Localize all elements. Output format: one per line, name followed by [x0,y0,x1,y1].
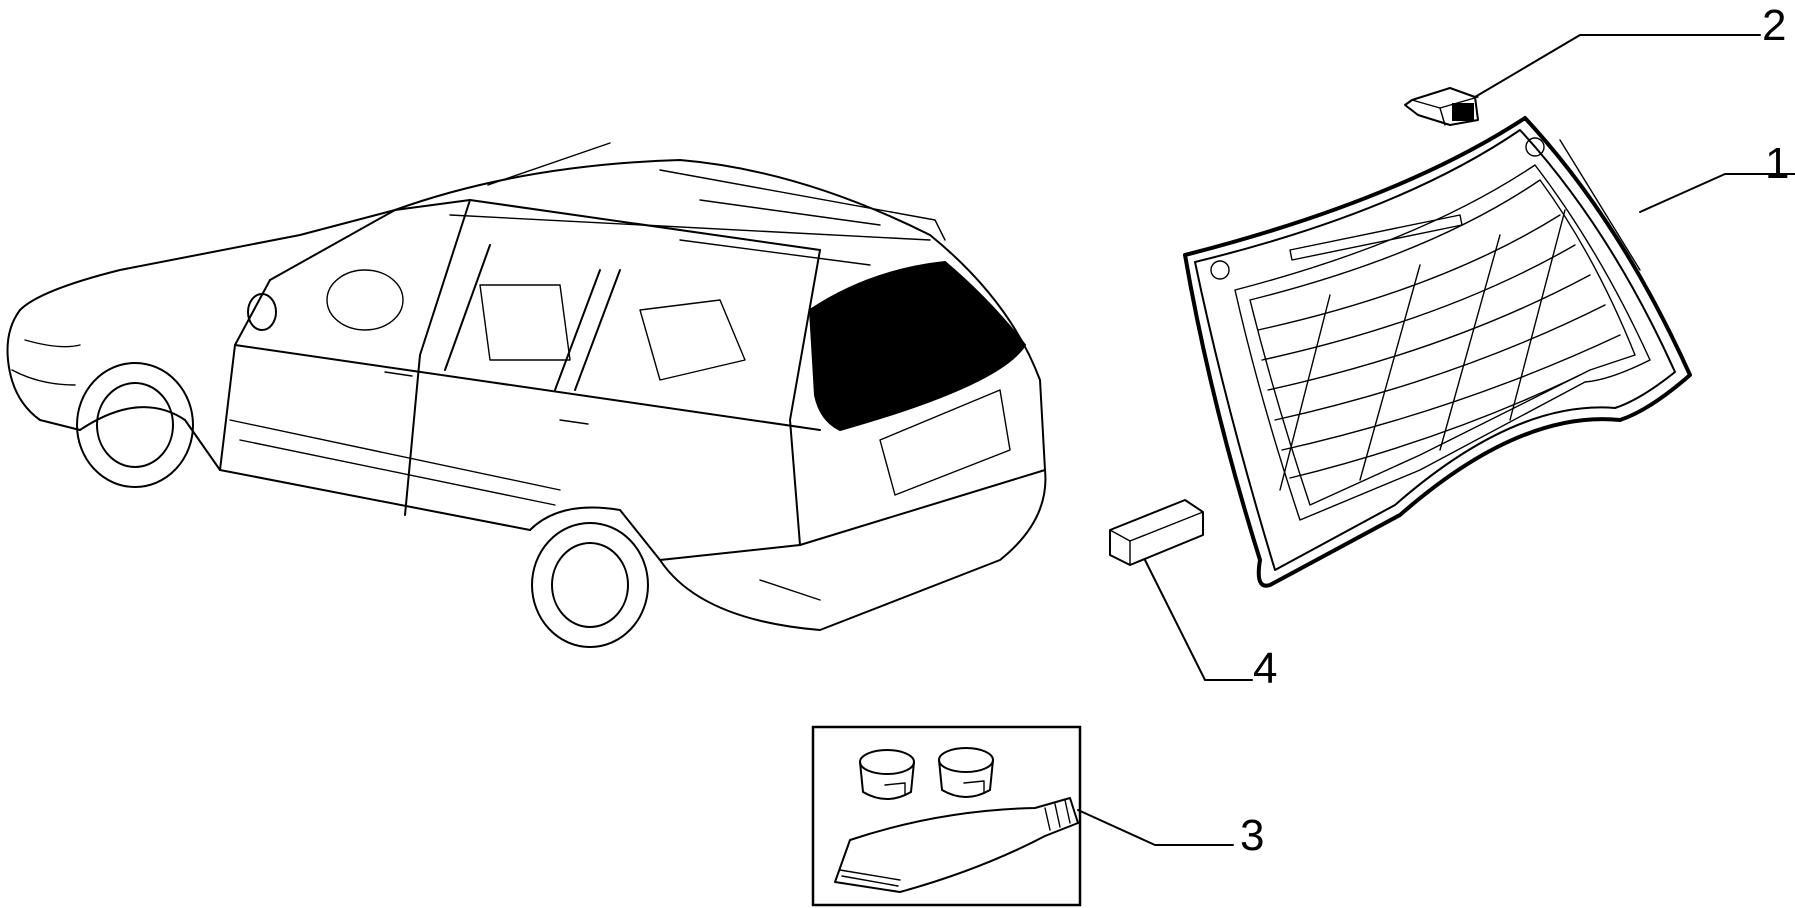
rear-window-glass [1183,116,1692,588]
leader-line-3 [1077,809,1234,846]
leader-line-1 [1639,173,1795,213]
station-wagon-car [6,142,1047,648]
callout-2: 2 [1762,1,1786,50]
spacer-block [1109,499,1204,566]
callout-4: 4 [1253,644,1277,693]
adhesive-kit [811,725,1082,907]
primer-jar-left [859,749,915,800]
adhesive-kit-box [811,725,1082,907]
leader-line-2 [1474,34,1761,98]
adhesive-tube [834,797,1079,893]
rear-window-highlight [808,260,1027,432]
callout-1: 1 [1765,139,1789,188]
callout-3: 3 [1240,811,1264,860]
leader-lines [1077,34,1795,846]
primer-jar-right [938,747,994,798]
leader-line-4 [1144,559,1253,681]
glass-clip [1404,87,1479,126]
